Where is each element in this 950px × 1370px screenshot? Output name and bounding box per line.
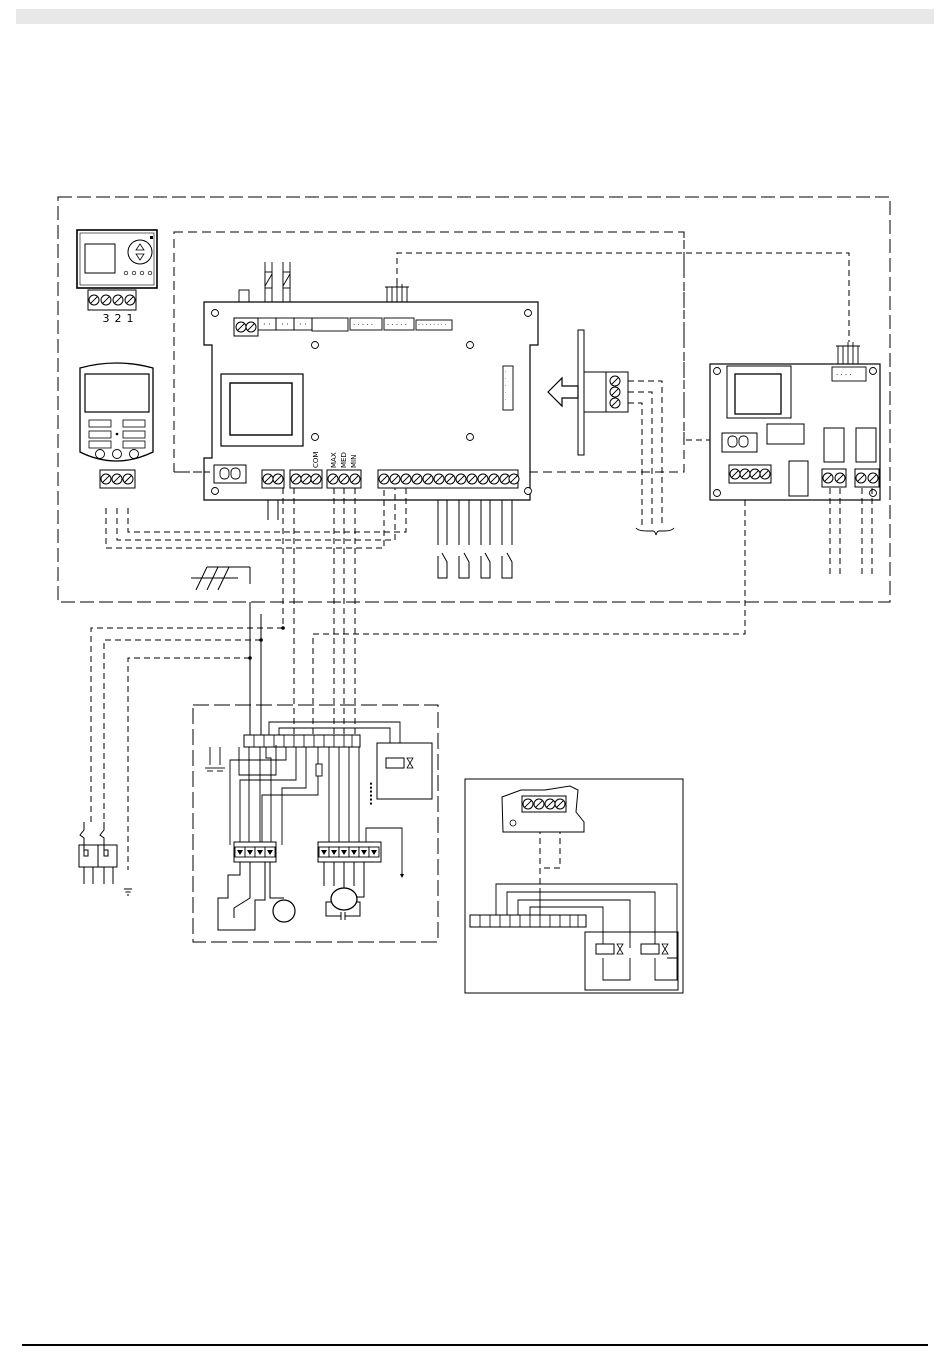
terminal-screw-icon[interactable] — [113, 295, 123, 305]
svg-text:· ·: · · — [281, 320, 289, 329]
terminal-screw-icon[interactable] — [123, 474, 133, 484]
fan-motor-icon — [331, 888, 357, 910]
terminal-screw-icon[interactable] — [101, 474, 111, 484]
footer-rule — [22, 1344, 928, 1346]
fan-speed-label-max: MAX — [330, 452, 338, 468]
svg-text:▪ ▪ ▪ ▪ ▪ ▪: ▪ ▪ ▪ ▪ ▪ ▪ — [368, 782, 373, 805]
valve-coil-icon — [641, 944, 668, 954]
external-switches — [268, 500, 512, 578]
valve-board-box — [465, 779, 683, 993]
thermostat-terminal-label: 3 — [103, 312, 110, 325]
room-thermostat: 3 2 1 — [77, 230, 157, 325]
arrow-left-icon — [548, 378, 578, 406]
fan-coil-box: ▪ ▪ ▪ ▪ ▪ ▪ — [193, 705, 438, 942]
auxiliary-board: · · · · — [710, 342, 880, 500]
svg-text:· · · · ·: · · · · · — [353, 321, 373, 329]
ground-icon — [191, 567, 261, 735]
motor-icon — [273, 900, 295, 922]
main-control-board: · · · · · · · · · · · · · · · · · · · · … — [204, 262, 538, 500]
valve-coil-icon — [596, 944, 623, 954]
fan-speed-label-com: COM — [312, 452, 320, 468]
terminal-screw-icon[interactable] — [125, 295, 135, 305]
svg-text:· ·: · · — [299, 320, 307, 329]
svg-text:· · · · ·: · · · · · — [387, 321, 407, 329]
svg-text:· · · ·: · · · · — [836, 371, 852, 379]
switch-icon — [438, 553, 447, 578]
remote-controller — [80, 363, 153, 488]
thermostat-terminal-label: 2 — [115, 312, 122, 325]
mains-isolator — [79, 822, 117, 884]
svg-text:· ·: · · — [263, 320, 271, 329]
switch-icon — [502, 553, 512, 578]
fan-speed-label-min: MIN — [350, 455, 358, 468]
terminal-screw-icon[interactable] — [112, 474, 122, 484]
fan-speed-label-med: MED — [340, 452, 348, 468]
thermostat-terminal-label: 1 — [127, 312, 134, 325]
switch-icon — [459, 553, 469, 578]
ground-icon — [124, 889, 132, 895]
switch-icon — [481, 553, 490, 578]
svg-text:· · · · · · · ·: · · · · · · · · — [418, 322, 447, 329]
terminal-screw-icon[interactable] — [89, 295, 99, 305]
plug-in-module — [548, 330, 628, 455]
terminal-screw-icon[interactable] — [101, 295, 111, 305]
